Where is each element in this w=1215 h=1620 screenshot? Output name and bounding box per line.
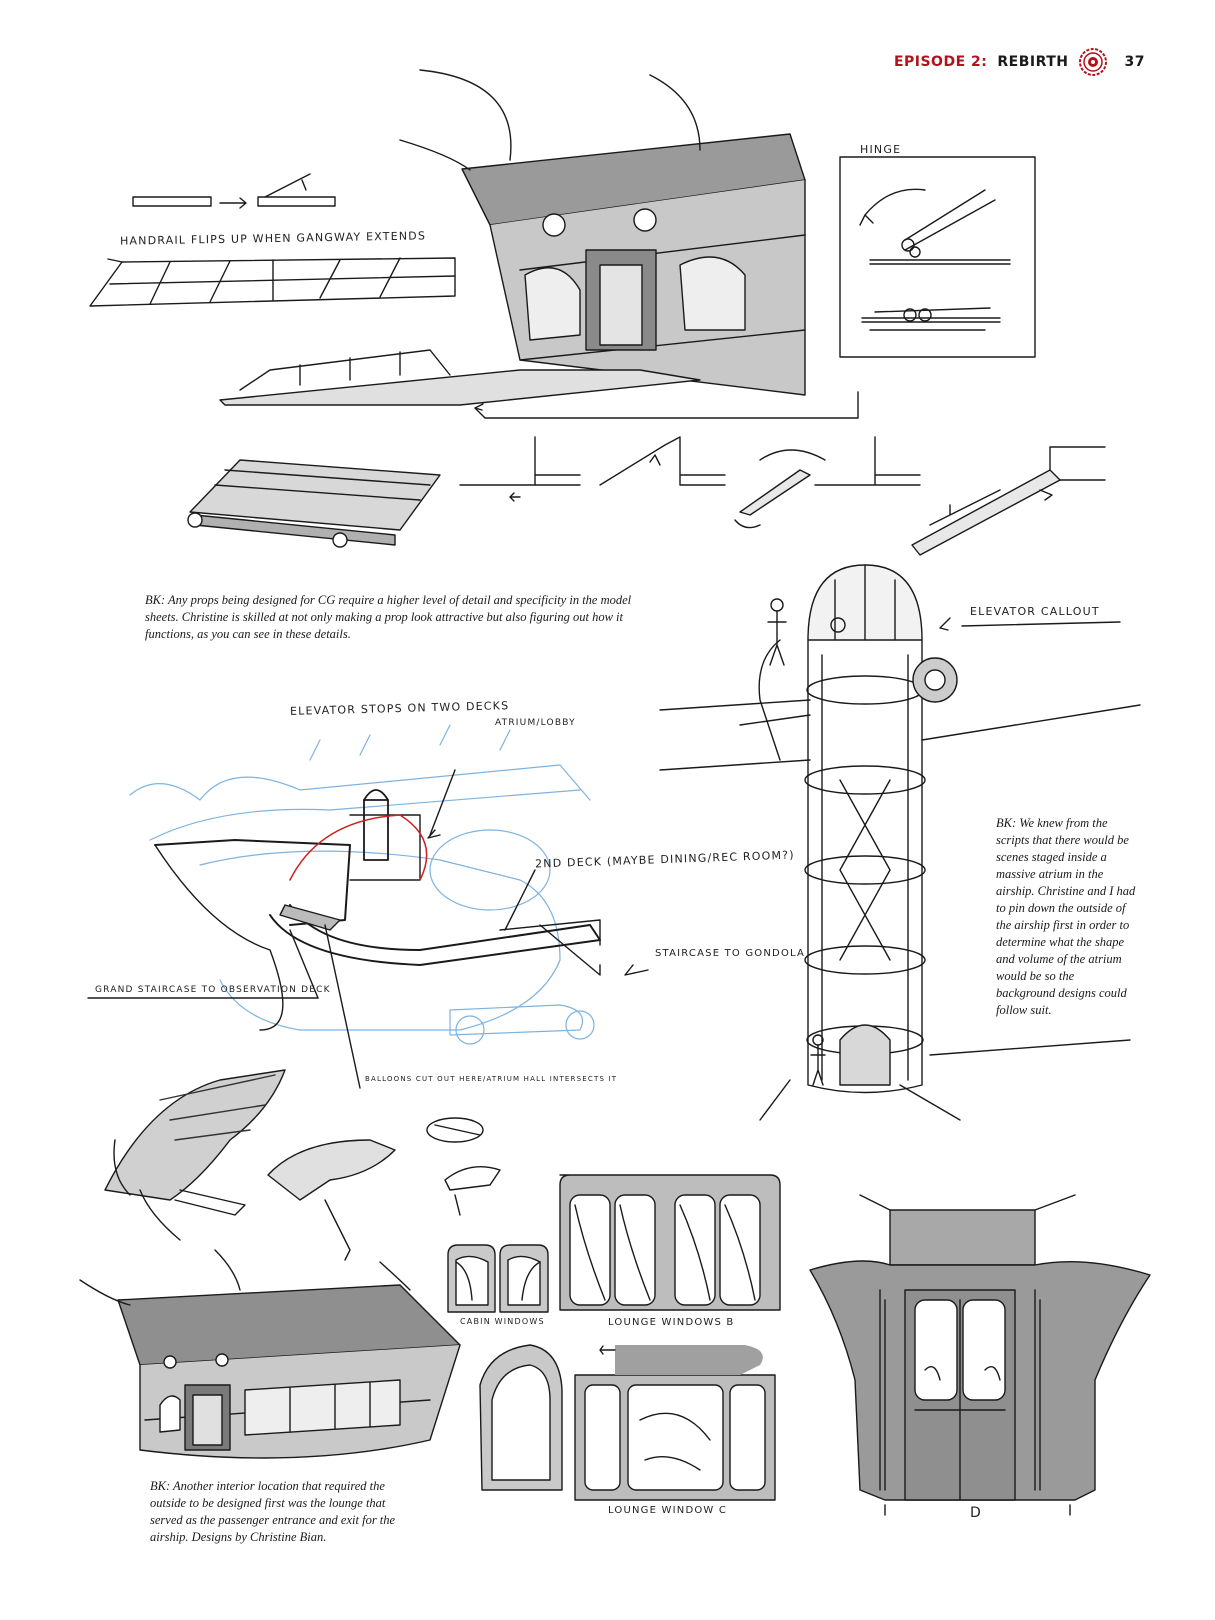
cabin-windows-label: CABIN WINDOWS [460, 1317, 545, 1326]
lounge-caption: BK: Another interior location that requi… [150, 1479, 396, 1544]
folded-gangway-sketch [187, 459, 441, 548]
gangway-sequence-diagram [459, 436, 1106, 556]
episode-title: REBIRTH [997, 54, 1069, 70]
handrail-flip-diagram [132, 173, 336, 209]
door-d-sketch [809, 1194, 1151, 1516]
page-number: 37 [1124, 54, 1145, 70]
elevator-callout-annotation: ELEVATOR CALLOUT [970, 605, 1100, 618]
staircase-gondola-annotation: STAIRCASE TO GONDOLA [655, 948, 806, 959]
cabin-windows-sketch [447, 1244, 549, 1313]
lounge-windows-b-sketch [559, 1174, 781, 1311]
grand-staircase-annotation: GRAND STAIRCASE TO OBSERVATION DECK [95, 985, 331, 995]
lounge-window-c-sketch [479, 1344, 776, 1501]
lounge-gangway-sketch [219, 69, 859, 419]
airship-cutaway-sketch [87, 724, 649, 1089]
episode-label: EPISODE 2: [893, 54, 988, 70]
page-header: EPISODE 2: REBIRTH 37 [894, 48, 1145, 76]
handrail-sketch [89, 257, 456, 307]
lounge-window-c-label: LOUNGE WINDOW C [608, 1505, 728, 1516]
lounge-windows-b-label: LOUNGE WINDOWS B [608, 1317, 735, 1328]
figurehead-sketches [104, 1069, 501, 1261]
atrium-caption: BK: We knew from the scripts that there … [996, 816, 1136, 1017]
hinge-annotation: HINGE [860, 143, 902, 156]
lounge-exterior-sketch [79, 1249, 461, 1459]
hinge-diagram [839, 156, 1036, 358]
elevator-sketch [659, 564, 1141, 1121]
mandala-seal-icon [1078, 48, 1107, 76]
atrium-annotation: ATRIUM/LOBBY [495, 718, 576, 728]
door-d-label: D [970, 1505, 982, 1521]
balloons-annotation: BALLOONS CUT OUT HERE/ATRIUM HALL INTERS… [365, 1075, 618, 1083]
props-caption: BK: Any props being designed for CG requ… [145, 593, 632, 641]
